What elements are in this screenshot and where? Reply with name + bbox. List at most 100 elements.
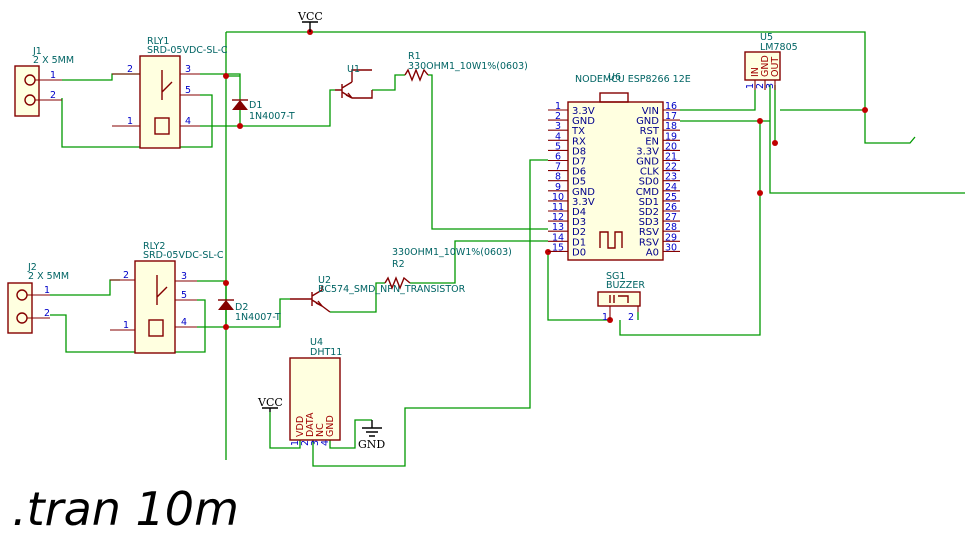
d2-value: 1N4007-T (235, 312, 281, 323)
rly1-value: SRD-05VDC-SL-C (147, 45, 228, 56)
vcc-label: VCC (257, 396, 283, 409)
regulator-u5[interactable]: U5 LM7805 IN GND OUT 1 2 3 (744, 32, 798, 90)
pin-number: 18 (665, 121, 677, 132)
pin-number: 16 (665, 101, 677, 112)
pin-name: SD1 (639, 197, 659, 208)
u6-ref: U6 (608, 72, 621, 83)
resistor-r1[interactable]: R1 330OHM1_10W1%(0603) (404, 51, 528, 82)
pin-number: 8 (555, 172, 561, 183)
pin-name: GND (760, 55, 771, 77)
buzzer-sg1[interactable]: SG1 BUZZER 1 2 (597, 271, 645, 323)
pin-number: 6 (555, 152, 561, 163)
diode-d2[interactable]: D2 1N4007-T (218, 299, 281, 323)
pin-name: D1 (572, 237, 586, 248)
relay-rly2[interactable]: RLY2 SRD-05VDC-SL-C 2 3 5 1 4 (110, 241, 224, 354)
relay-rly1[interactable]: RLY1 SRD-05VDC-SL-C 2 3 5 1 4 (112, 36, 228, 149)
pin-number: 2 (127, 64, 133, 75)
pin-number: 19 (665, 131, 677, 142)
pin-name: IN (750, 67, 761, 77)
pin-number: 29 (665, 232, 677, 243)
pin-number: 13 (552, 222, 564, 233)
junction-dot (223, 73, 229, 79)
pin-number: 2 (555, 111, 561, 122)
pin-number: 3 (185, 64, 191, 75)
pin-name: D0 (572, 247, 586, 258)
pin-name: A0 (646, 247, 659, 258)
pin-name: EN (645, 136, 659, 147)
j2-ref: J2 (27, 262, 37, 273)
pin-number: 2 (44, 308, 50, 319)
pin-number: 4 (181, 317, 187, 328)
sensor-u4[interactable]: U4 DHT11 VDD DATA NC GND 1 2 3 4 (289, 337, 342, 446)
r2-value: 330OHM1_10W1%(0603) (392, 247, 512, 258)
diode-d1[interactable]: D1 1N4007-T (232, 99, 295, 122)
pin-number: 1 (123, 320, 129, 331)
pin-number: 5 (181, 290, 187, 301)
pin-number: 26 (665, 202, 677, 213)
pin-number: 4 (185, 116, 191, 127)
pin-number: 1 (50, 70, 56, 81)
d1-value: 1N4007-T (249, 111, 295, 122)
connector-j1[interactable]: J1 2 X 5MM 1 2 (14, 46, 74, 117)
junction-dot (757, 190, 763, 196)
pin-name: GND (636, 157, 659, 168)
r1-ref: R1 (408, 51, 421, 62)
j2-value: 2 X 5MM (28, 271, 69, 282)
vcc-label: VCC (297, 10, 323, 23)
pin-name: GND (325, 415, 336, 437)
pin-name: VIN (642, 106, 659, 117)
pin-name: SD2 (639, 207, 659, 218)
pin-name: NC (315, 423, 326, 437)
pin-number: 14 (552, 232, 564, 243)
pin-name: CMD (636, 187, 660, 198)
rly2-ref: RLY2 (143, 241, 165, 252)
junction-dot (545, 249, 551, 255)
r2-ref: R2 (392, 259, 405, 270)
u4-ref: U4 (310, 337, 323, 348)
pin-number: 12 (552, 212, 564, 223)
vcc-symbol-dht: VCC (257, 396, 283, 412)
pin-name: OUT (770, 57, 781, 77)
pin-number: 1 (44, 285, 50, 296)
pin-name: D7 (572, 157, 586, 168)
pin-name: D8 (572, 146, 586, 157)
pin-number: 1 (127, 116, 133, 127)
pin-number: 24 (665, 182, 677, 193)
pin-name: D5 (572, 177, 586, 188)
pin-number: 1 (745, 83, 756, 89)
pin-name: GND (572, 116, 595, 127)
pin-number: 15 (552, 242, 564, 253)
r1-value: 330OHM1_10W1%(0603) (408, 61, 528, 72)
pin-number: 27 (665, 212, 677, 223)
pin-number: 5 (185, 85, 191, 96)
u5-value: LM7805 (760, 42, 798, 53)
pin-number: 5 (555, 141, 561, 152)
pin-number: 3 (181, 271, 187, 282)
pin-number: 10 (552, 192, 564, 203)
sg1-ref: SG1 (606, 271, 625, 282)
junction-dot (237, 123, 243, 129)
connector-j2[interactable]: J2 2 X 5MM 1 2 (7, 262, 69, 334)
pin-number: 3 (310, 440, 321, 446)
transistor-u1[interactable]: U1 (335, 64, 373, 99)
pin-number: 23 (665, 172, 677, 183)
rly2-value: SRD-05VDC-SL-C (143, 250, 224, 261)
pin-number: 25 (665, 192, 677, 203)
pin-number: 2 (300, 440, 311, 446)
gnd-label: GND (358, 438, 385, 451)
junction-dot (757, 118, 763, 124)
junction-dot (223, 280, 229, 286)
transistor-u2[interactable]: U2 BC574_SMD_NPN_TRANSISTOR (290, 275, 466, 313)
pin-name: VDD (295, 416, 306, 437)
pin-name: 3.3V (572, 197, 595, 208)
pin-number: 1 (602, 312, 608, 323)
vcc-symbol-top: VCC (297, 10, 323, 32)
pin-name: GND (636, 116, 659, 127)
u1-ref: U1 (347, 64, 360, 75)
junction-dot (223, 324, 229, 330)
pin-name: D2 (572, 227, 586, 238)
resistor-r2[interactable]: 330OHM1_10W1%(0603) R2 (384, 247, 512, 290)
